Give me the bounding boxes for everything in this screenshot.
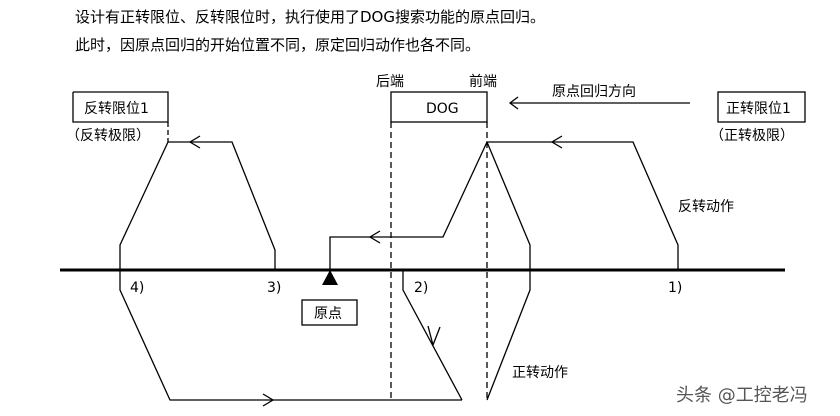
origin-box	[301, 299, 358, 326]
forward-limit-note: （正转极限）	[710, 128, 794, 144]
forward-limit-label: 正转限位1	[726, 101, 791, 117]
watermark: 头条 @工控老冯	[676, 385, 808, 406]
case-3-label: 3)	[267, 280, 281, 296]
path-to-origin	[329, 141, 488, 270]
case-2-label: 2)	[414, 280, 428, 296]
forward-limit-box	[717, 91, 806, 123]
dog-box	[390, 91, 488, 123]
reverse-action-label: 反转动作	[678, 199, 734, 215]
reverse-limit-note: （反转极限）	[66, 128, 150, 144]
reverse-limit-label: 反转限位1	[84, 101, 149, 117]
rear-end-label: 后端	[376, 74, 404, 90]
intro-line-2: 此时，因原点回归的开始位置不同，原定回归动作也各不同。	[75, 36, 481, 54]
intro-line-1: 设计有正转限位、反转限位时，执行使用了DOG搜索功能的原点回归。	[75, 8, 545, 26]
origin-label: 原点	[314, 306, 342, 322]
origin-marker-icon	[322, 270, 338, 285]
path-case-2	[402, 270, 463, 401]
front-end-label: 前端	[469, 73, 497, 90]
case-4-label: 4)	[130, 280, 144, 296]
return-direction-label: 原点回归方向	[552, 83, 636, 100]
case-1-label: 1)	[668, 280, 682, 296]
path-bottom	[119, 141, 462, 401]
forward-action-label: 正转动作	[512, 365, 568, 381]
dog-label: DOG	[426, 101, 459, 117]
